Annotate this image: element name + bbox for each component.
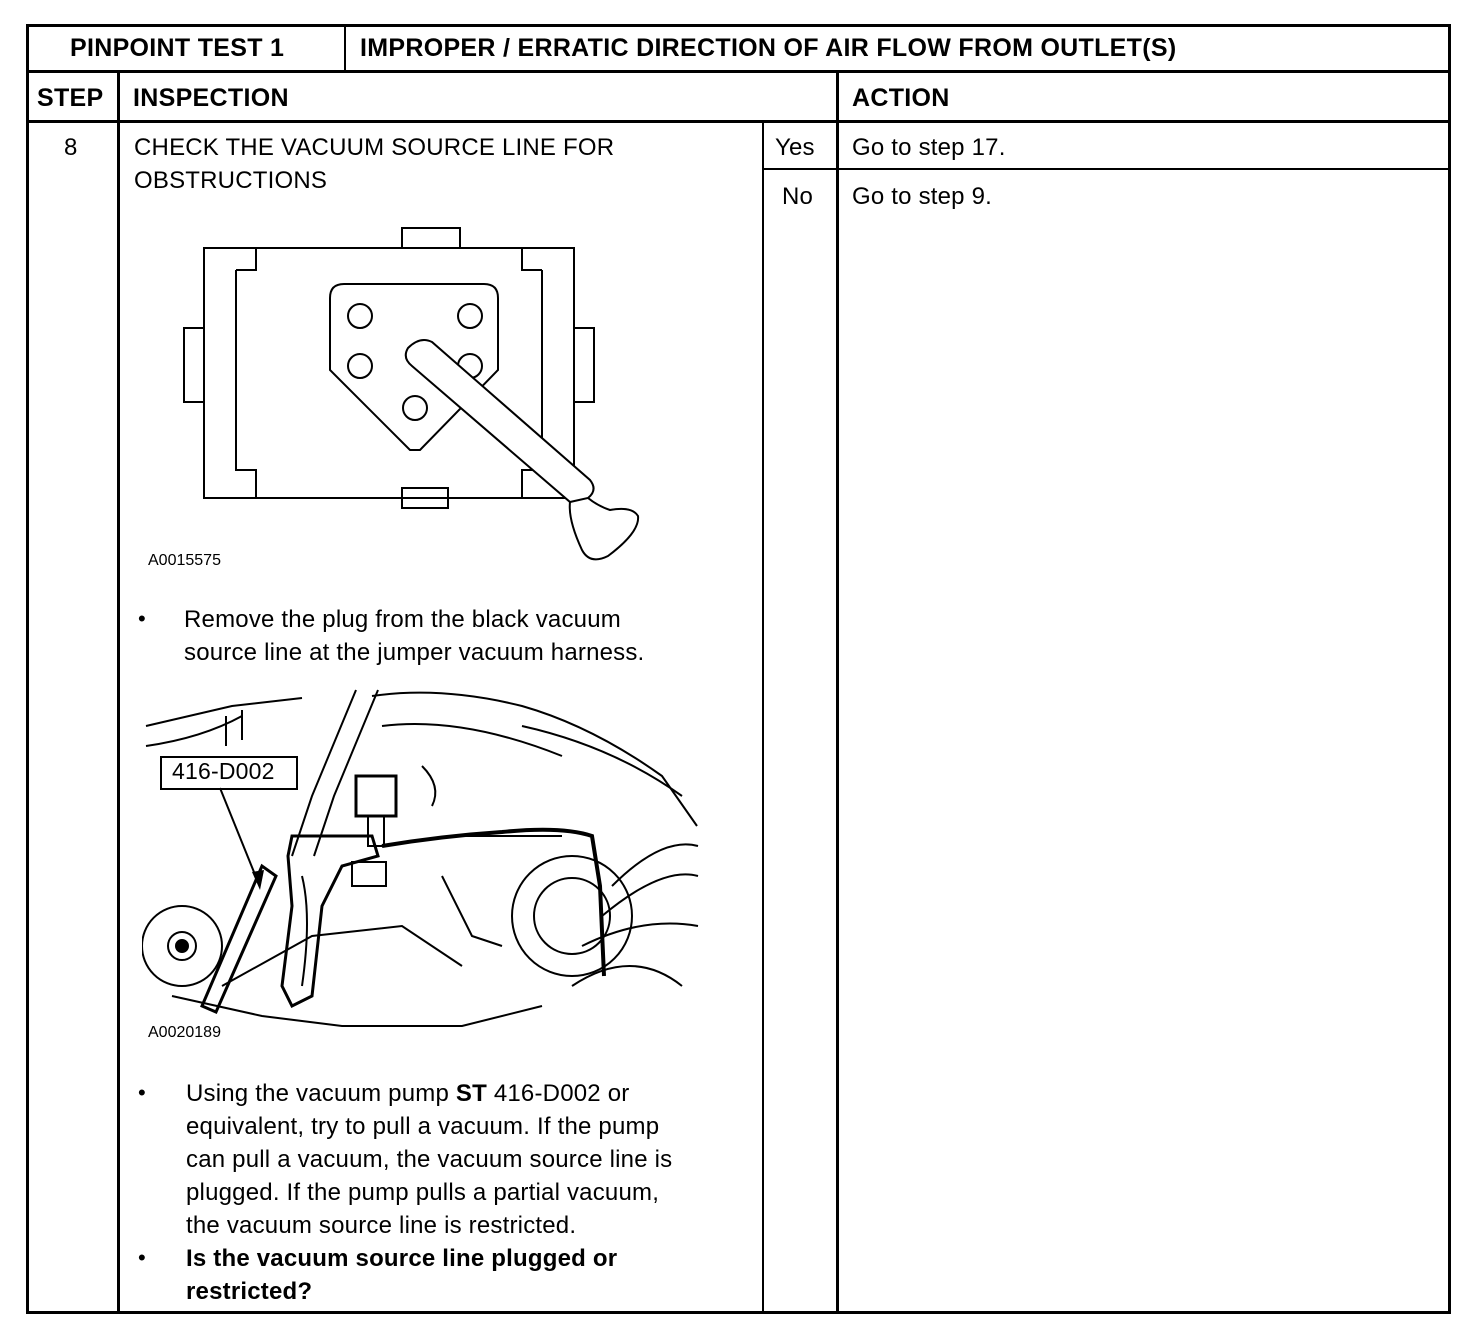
- question-line2: restricted?: [186, 1278, 313, 1305]
- answer-yes-label: Yes: [775, 134, 815, 161]
- answer-no-action: Go to step 9.: [852, 183, 993, 210]
- inspection-title-line1: CHECK THE VACUUM SOURCE LINE FOR: [134, 134, 615, 161]
- bullet2-line1: Using the vacuum pump ST 416-D002 or: [186, 1080, 629, 1108]
- outer-right-border: [1448, 24, 1451, 1314]
- outer-top-border: [26, 24, 1450, 27]
- question-line1: Is the vacuum source line plugged or: [186, 1245, 618, 1272]
- bullet2-line1-bold: ST: [455, 1080, 487, 1107]
- figure2-callout: 416-D002: [172, 758, 275, 784]
- step-column-divider: [117, 70, 120, 1313]
- outer-bottom-border: [26, 1311, 1451, 1314]
- answer-no-label: No: [782, 183, 814, 210]
- figure2-callout-box: [160, 756, 298, 790]
- title-divider: [344, 24, 346, 72]
- bullet2-line1-post: 416-D002 or: [486, 1080, 630, 1107]
- bullet2-line5: the vacuum source line is restricted.: [186, 1212, 577, 1239]
- header-divider: [26, 70, 1450, 73]
- bullet2-line3: can pull a vacuum, the vacuum source lin…: [186, 1146, 673, 1173]
- answer-column-divider: [762, 121, 764, 1313]
- question-glyph: •: [138, 1245, 146, 1270]
- column-header-step: STEP: [37, 84, 104, 112]
- step-number: 8: [64, 134, 78, 161]
- callout-arrow: [219, 787, 264, 890]
- column-header-action: ACTION: [852, 84, 950, 112]
- bullet1-glyph: •: [138, 606, 146, 631]
- answer-yes-action: Go to step 17.: [852, 134, 1006, 161]
- yes-row-divider: [762, 168, 1450, 170]
- bullet2-line4: plugged. If the pump pulls a partial vac…: [186, 1179, 660, 1206]
- bullet2-line2: equivalent, try to pull a vacuum. If the…: [186, 1113, 660, 1140]
- test-title: IMPROPER / ERRATIC DIRECTION OF AIR FLOW…: [360, 34, 1177, 62]
- figure1-id: A0015575: [148, 552, 221, 569]
- vacuum-plug-illustration: [183, 227, 640, 561]
- vacuum-pump-engine-illustration: [142, 689, 699, 1027]
- bullet1-line1: Remove the plug from the black vacuum: [184, 606, 621, 633]
- inspection-title-line2: OBSTRUCTIONS: [134, 167, 328, 194]
- bullet2-glyph: •: [138, 1080, 146, 1105]
- test-label: PINPOINT TEST 1: [70, 34, 285, 62]
- bullet1-line2: source line at the jumper vacuum harness…: [184, 639, 645, 666]
- column-header-inspection: INSPECTION: [133, 84, 289, 112]
- action-column-divider: [836, 70, 839, 1313]
- column-header-divider: [26, 120, 1450, 123]
- outer-left-border: [26, 24, 29, 1314]
- figure2-id: A0020189: [148, 1024, 221, 1041]
- bullet2-line1-pre: Using the vacuum pump: [186, 1080, 456, 1107]
